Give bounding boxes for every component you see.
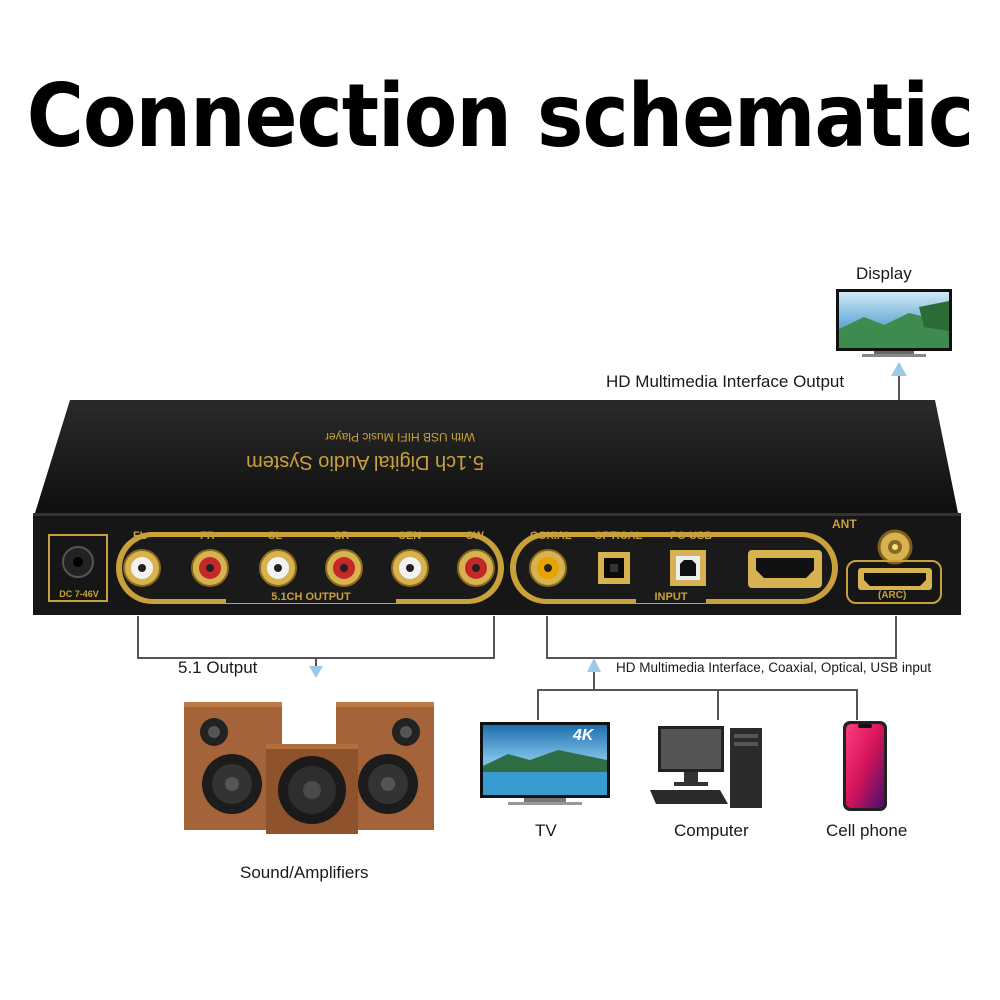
output-down-arrow-icon (309, 666, 323, 678)
hdmi-output-label: HD Multimedia Interface Output (606, 372, 844, 392)
tv-4k-badge: 4K (573, 727, 593, 745)
channel-label-sr: SR (334, 530, 349, 542)
dc-jack-icon (60, 544, 96, 580)
rca-jack-sl-icon (260, 550, 296, 586)
display-label: Display (856, 264, 912, 284)
arc-label: (ARC) (878, 590, 906, 601)
cell-phone-icon (842, 720, 888, 812)
coaxial-jack-icon (530, 550, 566, 586)
page-title: Connection schematic (0, 67, 1000, 168)
rca-jack-sr-icon (326, 550, 362, 586)
input-description-label: HD Multimedia Interface, Coaxial, Optica… (616, 660, 931, 675)
input-label-optical: OPTICAL (594, 530, 642, 542)
tv-label: TV (535, 821, 557, 841)
channel-label-fr: FR (200, 530, 215, 542)
cell-phone-label: Cell phone (826, 821, 907, 841)
input-group-label: INPUT (636, 591, 706, 603)
channel-label-cen: CEN (398, 530, 421, 542)
rca-jacks-row (120, 546, 500, 592)
rca-jack-cen-icon (392, 550, 428, 586)
device-brand-text: 5.1ch Digital Audio System (210, 450, 520, 473)
output-51-label: 5.1 Output (178, 658, 257, 678)
input-up-arrow-icon (587, 658, 601, 672)
speakers-icon (180, 700, 440, 840)
channel-label-sw: SW (466, 530, 484, 542)
input-label-pcusb: PC-USB (670, 530, 712, 542)
optical-port-icon (598, 552, 630, 584)
ant-label: ANT (832, 517, 857, 531)
device-subtitle-text: With USB HIFI Music Player (320, 430, 480, 444)
channel-label-fl: FL (133, 530, 146, 542)
input-label-coaxial: COXIAL (530, 530, 572, 542)
rca-jack-sw-icon (458, 550, 494, 586)
dc-label: DC 7-46V (50, 589, 108, 599)
input-ports-row (520, 546, 830, 592)
computer-icon (650, 722, 766, 810)
display-monitor-icon (834, 287, 954, 359)
output-group-label: 5.1CH OUTPUT (226, 591, 396, 603)
channel-label-sl: SL (268, 530, 282, 542)
hdmi-input-port-icon (748, 550, 822, 588)
speakers-label: Sound/Amplifiers (240, 863, 369, 883)
hdmi-arc-port-icon (858, 568, 932, 590)
usb-b-port-icon (670, 550, 706, 586)
computer-label: Computer (674, 821, 749, 841)
rca-jack-fl-icon (124, 550, 160, 586)
rca-jack-fr-icon (192, 550, 228, 586)
